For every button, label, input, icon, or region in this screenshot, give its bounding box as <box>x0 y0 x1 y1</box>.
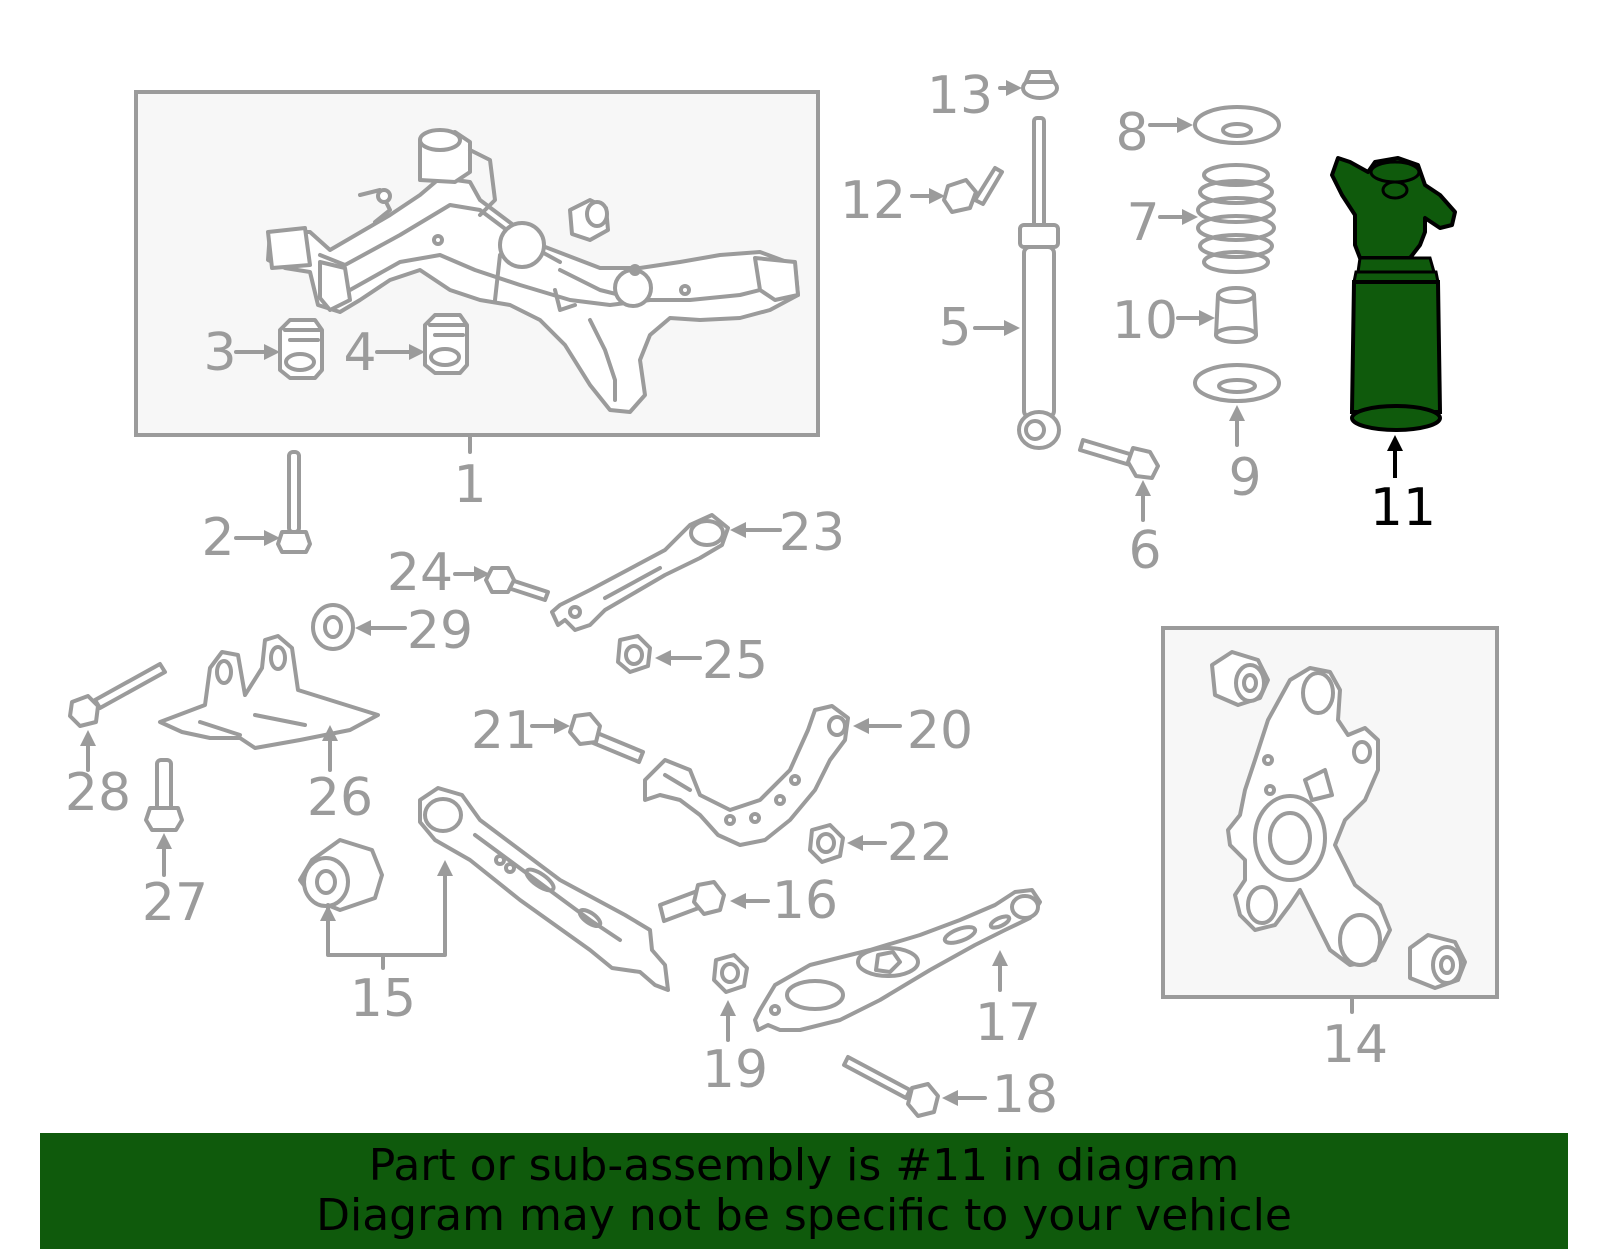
callout-18: 18 <box>992 1065 1058 1125</box>
part-1-subframe-assembly[interactable] <box>134 90 820 437</box>
callout-3: 3 <box>203 323 236 383</box>
callout-22: 22 <box>887 813 953 873</box>
callout-19: 19 <box>702 1040 768 1100</box>
callout-11: 11 <box>1370 478 1436 538</box>
part-28-bolt[interactable] <box>68 662 167 728</box>
part-2-bolt[interactable] <box>276 450 312 554</box>
part-7-coil-spring[interactable] <box>1196 163 1276 274</box>
callout-24: 24 <box>387 543 453 603</box>
callout-7: 7 <box>1126 193 1159 253</box>
callout-8: 8 <box>1115 103 1148 163</box>
callout-21: 21 <box>471 701 537 761</box>
callout-15: 15 <box>350 969 416 1029</box>
callout-12: 12 <box>840 171 906 231</box>
part-12-bolt[interactable] <box>942 166 1004 214</box>
callout-10: 10 <box>1112 291 1178 351</box>
callout-29: 29 <box>407 601 473 661</box>
part-21-bolt[interactable] <box>568 712 645 764</box>
part-14-knuckle-assembly[interactable] <box>1161 626 1499 999</box>
part-18-bolt[interactable] <box>842 1055 940 1118</box>
callout-4: 4 <box>343 323 376 383</box>
callout-26: 26 <box>307 768 373 828</box>
part-5-shock-absorber[interactable] <box>1017 116 1061 450</box>
callout-27: 27 <box>142 873 208 933</box>
part-11-air-spring-highlighted[interactable] <box>1330 156 1457 432</box>
callout-17: 17 <box>975 993 1041 1053</box>
callout-14: 14 <box>1322 1015 1388 1075</box>
part-15-bushing[interactable] <box>298 838 384 912</box>
callout-20: 20 <box>907 701 973 761</box>
banner-line-1: Part or sub-assembly is #11 in diagram <box>368 1140 1240 1191</box>
callout-6: 6 <box>1128 521 1161 581</box>
callout-13: 13 <box>927 66 993 126</box>
callout-9: 9 <box>1228 448 1261 508</box>
part-27-bolt[interactable] <box>144 758 184 832</box>
part-26-bracket[interactable] <box>158 634 380 750</box>
part-15-trailing-arm[interactable] <box>418 786 670 992</box>
part-25-nut[interactable] <box>616 634 652 674</box>
part-16-bolt[interactable] <box>658 880 726 923</box>
callout-23: 23 <box>779 503 845 563</box>
callout-28: 28 <box>65 763 131 823</box>
callout-1: 1 <box>453 455 486 515</box>
part-23-lateral-link[interactable] <box>550 513 730 632</box>
callout-16: 16 <box>772 871 838 931</box>
part-20-upper-control-arm[interactable] <box>643 704 850 847</box>
part-24-bolt[interactable] <box>484 566 550 602</box>
part-17-lower-control-arm[interactable] <box>753 888 1042 1032</box>
banner-line-2: Diagram may not be specific to your vehi… <box>316 1190 1292 1241</box>
part-13-nut[interactable] <box>1021 70 1059 100</box>
part-9-spring-seat-lower[interactable] <box>1193 363 1281 403</box>
callout-2: 2 <box>201 508 234 568</box>
part-6-bolt[interactable] <box>1078 438 1160 480</box>
part-10-bump-stop[interactable] <box>1214 286 1258 344</box>
part-19-nut[interactable] <box>712 953 749 994</box>
callout-5: 5 <box>938 298 971 358</box>
part-29-bushing[interactable] <box>311 603 355 651</box>
callout-25: 25 <box>702 631 768 691</box>
part-22-nut[interactable] <box>808 823 845 864</box>
info-banner: Part or sub-assembly is #11 in diagram D… <box>40 1133 1568 1249</box>
part-8-spring-seat-upper[interactable] <box>1193 105 1281 145</box>
